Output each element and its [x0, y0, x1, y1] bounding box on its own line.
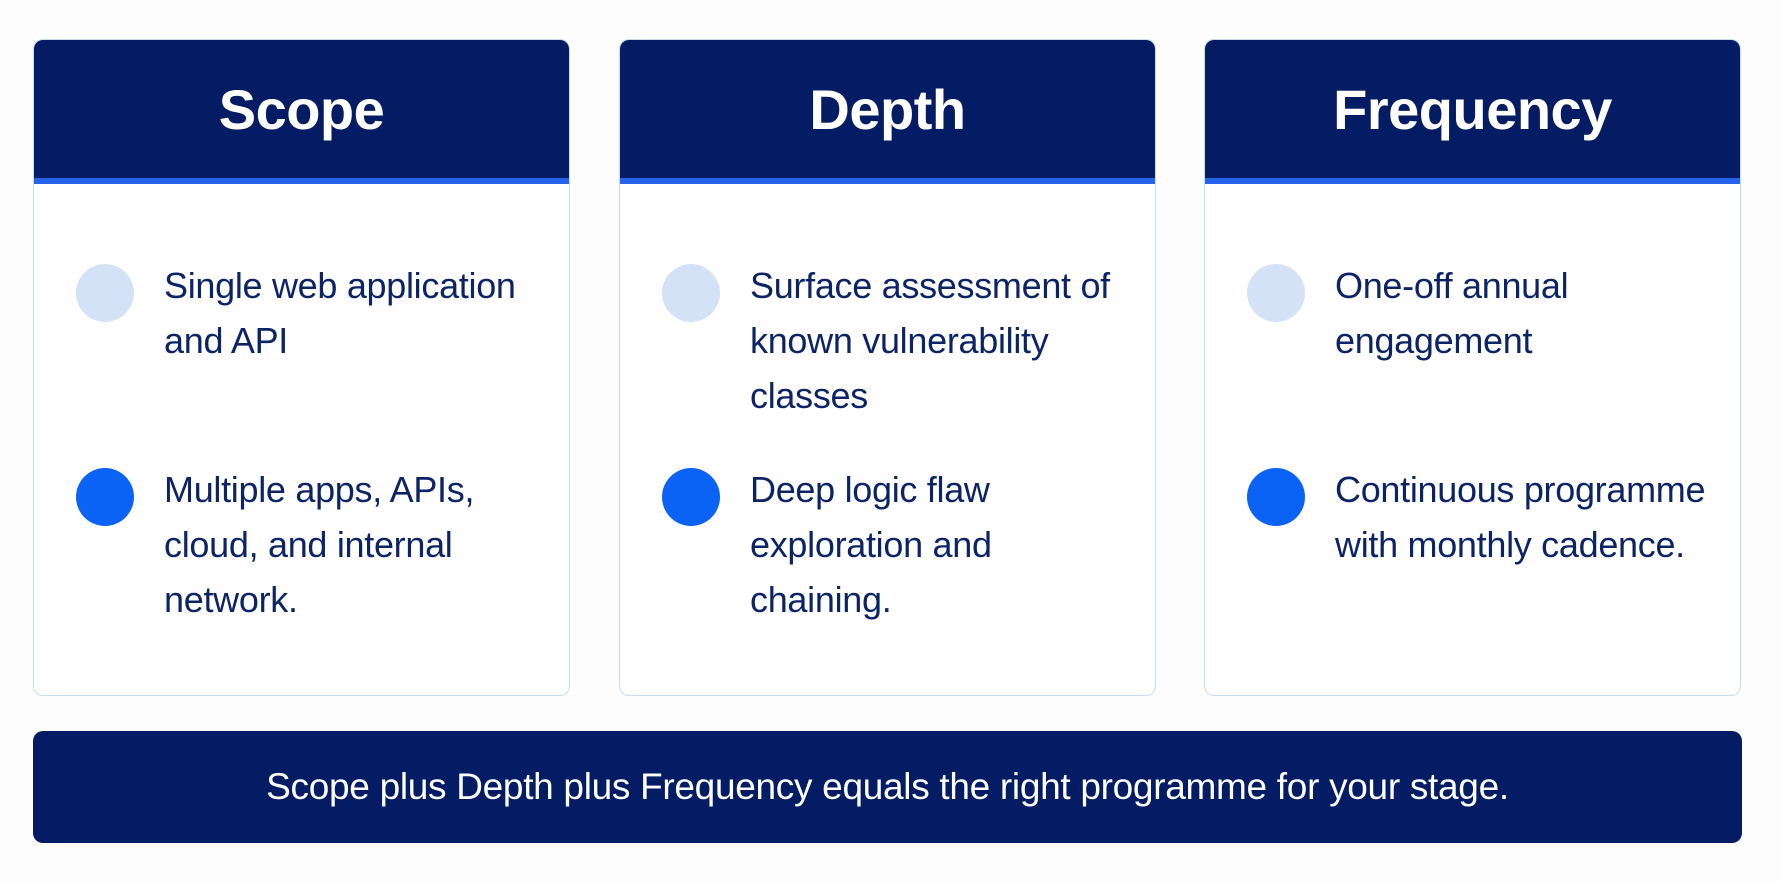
- scope-item-basic-text: Single web application and API: [164, 265, 516, 361]
- strong-dot-icon: [662, 468, 720, 526]
- scope-item-advanced-text: Multiple apps, APIs, cloud, and internal…: [164, 469, 475, 620]
- light-dot-icon: [76, 264, 134, 322]
- frequency-item-basic-text: One-off annual engagement: [1335, 265, 1569, 361]
- depth-item-advanced-text: Deep logic flaw exploration and chaining…: [750, 469, 992, 620]
- depth-item-basic-text: Surface assessment of known vulnerabilit…: [750, 265, 1110, 416]
- scope-item-basic: Single web application and API: [76, 258, 549, 368]
- strong-dot-icon: [1247, 468, 1305, 526]
- depth-card: Depth Surface assessment of known vulner…: [619, 39, 1156, 696]
- frequency-item-advanced: Continuous programme with monthly cadenc…: [1247, 462, 1720, 572]
- frequency-item-basic: One-off annual engagement: [1247, 258, 1720, 368]
- depth-card-title: Depth: [620, 40, 1155, 184]
- light-dot-icon: [1247, 264, 1305, 322]
- scope-item-advanced: Multiple apps, APIs, cloud, and internal…: [76, 462, 549, 627]
- strong-dot-icon: [76, 468, 134, 526]
- frequency-item-advanced-text: Continuous programme with monthly cadenc…: [1335, 469, 1706, 565]
- frequency-card: Frequency One-off annual engagement Cont…: [1204, 39, 1741, 696]
- depth-item-basic: Surface assessment of known vulnerabilit…: [662, 258, 1135, 423]
- frequency-card-title: Frequency: [1205, 40, 1740, 184]
- summary-banner: Scope plus Depth plus Frequency equals t…: [33, 731, 1742, 843]
- summary-banner-text: Scope plus Depth plus Frequency equals t…: [266, 766, 1509, 807]
- scope-card-title: Scope: [34, 40, 569, 184]
- scope-card: Scope Single web application and API Mul…: [33, 39, 570, 696]
- depth-item-advanced: Deep logic flaw exploration and chaining…: [662, 462, 1135, 627]
- light-dot-icon: [662, 264, 720, 322]
